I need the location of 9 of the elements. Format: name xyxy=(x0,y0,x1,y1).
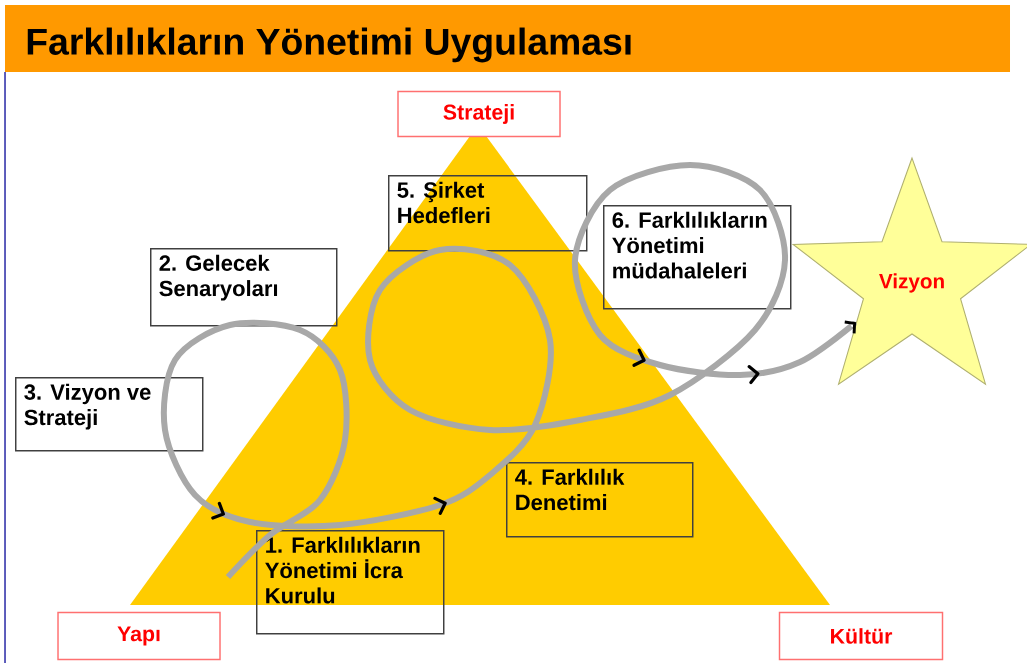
title-bar: Farklılıkların Yönetimi Uygulaması xyxy=(5,5,1010,72)
step-box: 4. Farklılık Denetimi xyxy=(506,462,694,538)
step-box: 6. Farklılıkların Yönetimi müdahaleleri xyxy=(603,205,792,310)
corner-label-box: Strateji xyxy=(397,90,561,138)
spiral-arrow xyxy=(161,162,857,580)
step-box: 3. Vizyon ve Strateji xyxy=(15,377,204,452)
step-box: 2. Gelecek Senaryoları xyxy=(150,248,338,327)
corner-label-box: Yapı xyxy=(57,611,221,661)
corner-label-box: Kültür xyxy=(778,611,944,661)
